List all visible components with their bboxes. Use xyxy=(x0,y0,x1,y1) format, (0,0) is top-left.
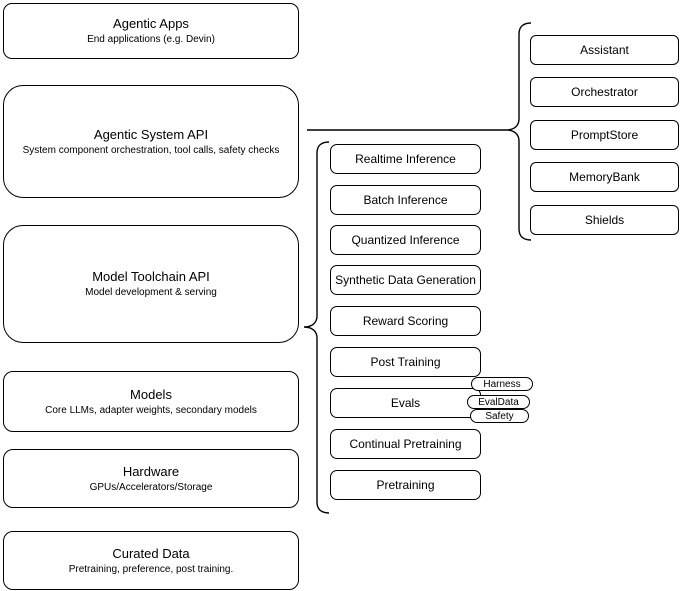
node-label: Synthetic Data Generation xyxy=(335,273,476,287)
node-model-toolchain-api: Model Toolchain API Model development & … xyxy=(3,225,299,343)
system-components-group-brace xyxy=(505,22,532,241)
node-synthetic-data-generation: Synthetic Data Generation xyxy=(330,265,481,295)
node-evals: Evals xyxy=(330,388,481,418)
node-subtitle: End applications (e.g. Devin) xyxy=(87,34,215,45)
node-models: Models Core LLMs, adapter weights, secon… xyxy=(3,371,299,432)
node-batch-inference: Batch Inference xyxy=(330,185,481,215)
node-subtitle: Core LLMs, adapter weights, secondary mo… xyxy=(45,404,257,416)
node-label: Orchestrator xyxy=(571,85,638,99)
tag-safety: Safety xyxy=(470,409,529,423)
node-subtitle: GPUs/Accelerators/Storage xyxy=(89,481,213,493)
node-curated-data: Curated Data Pretraining, preference, po… xyxy=(3,531,299,590)
node-subtitle: Pretraining, preference, post training. xyxy=(68,563,234,575)
node-label: Pretraining xyxy=(376,478,435,492)
node-subtitle: System component orchestration, tool cal… xyxy=(22,144,280,156)
node-label: Reward Scoring xyxy=(362,314,449,328)
node-promptstore: PromptStore xyxy=(530,120,679,150)
tag-harness: Harness xyxy=(471,377,533,391)
node-label: Batch Inference xyxy=(363,193,448,207)
node-agentic-apps: Agentic Apps End applications (e.g. Devi… xyxy=(3,3,299,59)
node-post-training: Post Training xyxy=(330,347,481,377)
node-title: Curated Data xyxy=(112,545,190,561)
tag-evaldata: EvalData xyxy=(467,395,530,409)
node-label: PromptStore xyxy=(570,128,639,142)
node-pretraining: Pretraining xyxy=(330,470,481,500)
node-continual-pretraining: Continual Pretraining xyxy=(330,429,481,459)
tag-label: EvalData xyxy=(478,396,519,408)
node-reward-scoring: Reward Scoring xyxy=(330,306,481,336)
node-agentic-system-api: Agentic System API System component orch… xyxy=(3,85,299,198)
node-label: Evals xyxy=(390,396,421,410)
node-memorybank: MemoryBank xyxy=(530,162,679,192)
toolchain-group-brace xyxy=(303,141,330,514)
node-label: Realtime Inference xyxy=(355,152,456,166)
node-shields: Shields xyxy=(530,205,679,235)
node-realtime-inference: Realtime Inference xyxy=(330,144,481,174)
node-label: MemoryBank xyxy=(569,170,640,184)
node-subtitle: Model development & serving xyxy=(85,287,217,298)
tag-label: Safety xyxy=(485,410,514,422)
node-label: Post Training xyxy=(370,355,441,369)
node-label: Continual Pretraining xyxy=(349,437,462,451)
node-title: Agentic Apps xyxy=(113,16,189,31)
node-label: Shields xyxy=(584,213,625,227)
node-label: Assistant xyxy=(580,43,629,57)
node-label: Quantized Inference xyxy=(351,233,460,247)
node-orchestrator: Orchestrator xyxy=(530,77,679,107)
node-hardware: Hardware GPUs/Accelerators/Storage xyxy=(3,449,299,508)
node-title: Hardware xyxy=(122,463,180,479)
tag-label: Harness xyxy=(483,378,521,390)
node-assistant: Assistant xyxy=(530,35,679,65)
node-title: Models xyxy=(130,386,172,402)
node-title: Model Toolchain API xyxy=(92,269,210,284)
node-quantized-inference: Quantized Inference xyxy=(330,225,481,255)
node-title: Agentic System API xyxy=(93,126,209,142)
